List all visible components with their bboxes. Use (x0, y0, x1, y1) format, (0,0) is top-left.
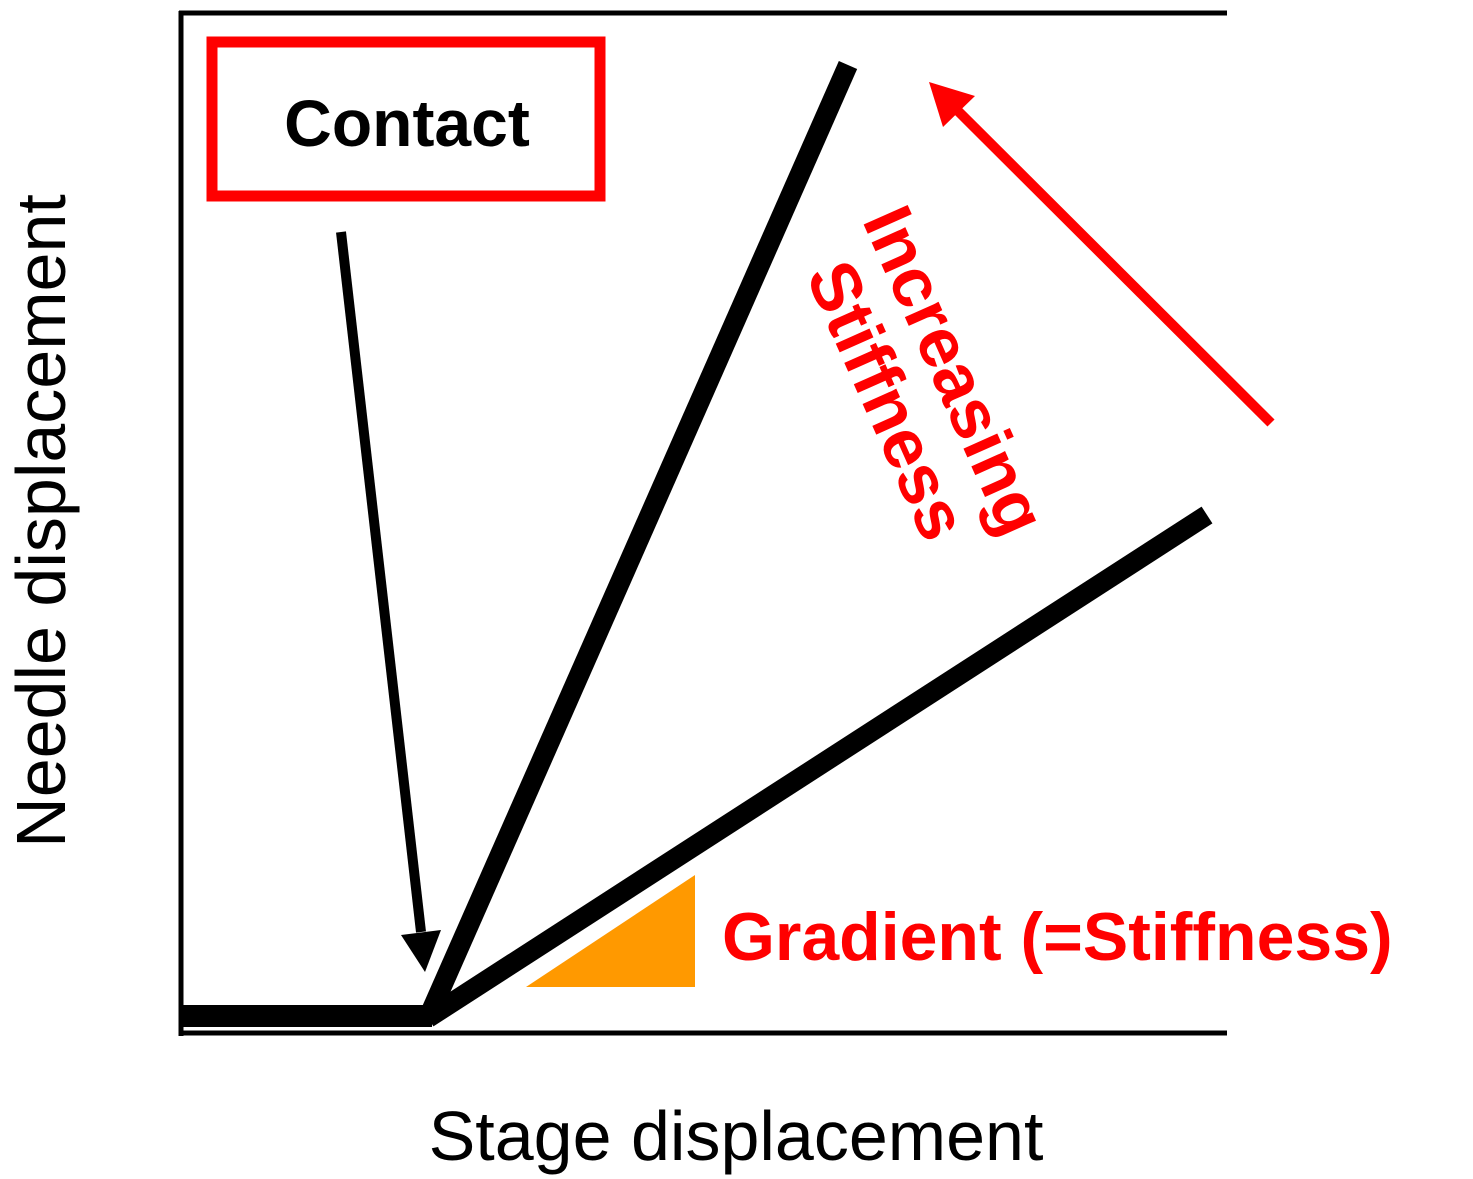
contact-arrow-shaft (336, 231, 426, 933)
y-axis-label: Needle displacement (2, 194, 80, 848)
displacement-curves (183, 60, 1213, 1027)
low-stiffness-line (422, 506, 1213, 1027)
plot-frame (178, 10, 1227, 1036)
contact-arrow-head (401, 930, 441, 972)
x-axis-label: Stage displacement (429, 1097, 1044, 1175)
gradient-label: Gradient (=Stiffness) (722, 899, 1393, 975)
increasing-stiffness-arrow (929, 82, 1275, 427)
contact-label: Contact (284, 86, 530, 160)
gradient-triangle (526, 875, 695, 987)
stiffness-arrow-shaft (954, 107, 1275, 427)
high-stiffness-line (418, 60, 858, 1023)
contact-arrow (336, 231, 441, 972)
increasing-stiffness-label: Increasing Stiffness (792, 195, 1062, 552)
contact-box (206, 36, 606, 202)
stiffness-arrow-head (929, 82, 975, 127)
